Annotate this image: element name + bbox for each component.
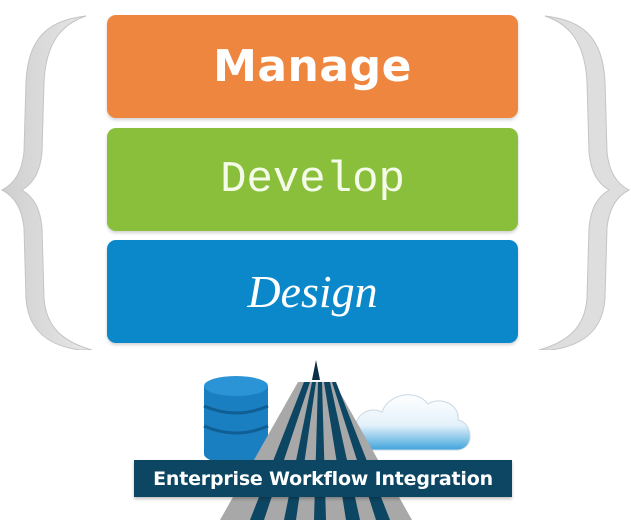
develop-layer: Develop: [107, 128, 518, 231]
left-brace-icon: [0, 15, 93, 350]
manage-layer: Manage: [107, 15, 518, 118]
database-icon: [203, 376, 269, 464]
design-layer: Design: [107, 240, 518, 343]
right-brace-icon: [538, 15, 631, 350]
design-label: Design: [247, 266, 378, 317]
manage-label: Manage: [213, 41, 412, 92]
develop-label: Develop: [220, 154, 405, 205]
foundation-banner: Enterprise Workflow Integration: [134, 460, 512, 497]
foundation-label: Enterprise Workflow Integration: [153, 467, 493, 490]
